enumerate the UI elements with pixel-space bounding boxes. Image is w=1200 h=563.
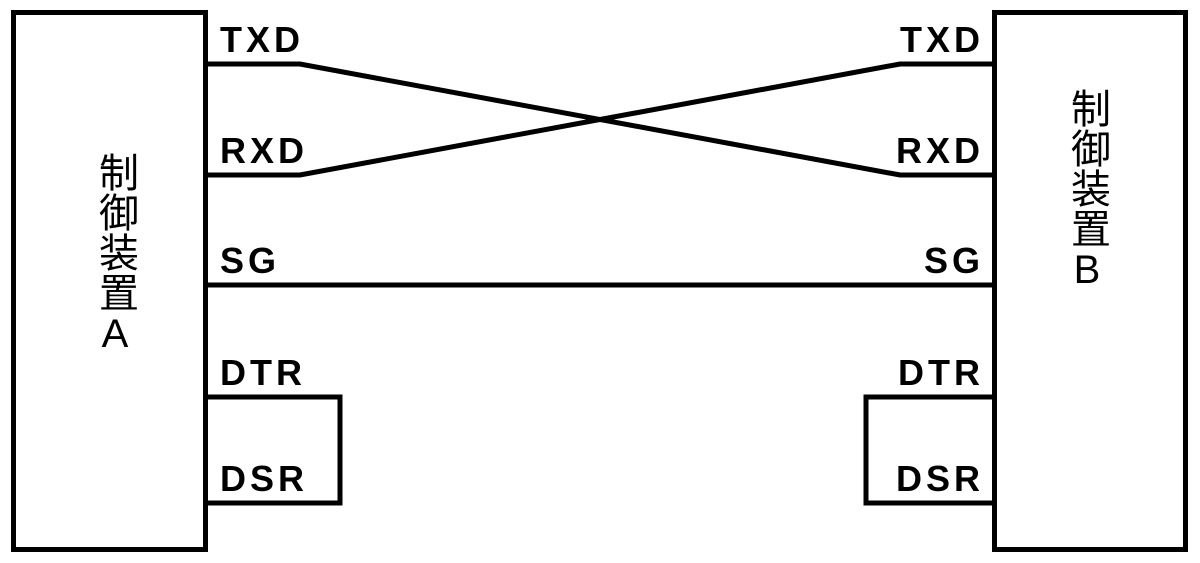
- device-a-label: 制御装置A: [93, 152, 137, 356]
- device-b-label: 制御装置B: [1065, 88, 1109, 292]
- device-b-box: [992, 10, 1188, 552]
- connection-rxd-left-to-txd-right: [208, 61, 992, 178]
- signal-label-dtr-right: DTR: [898, 352, 984, 393]
- signal-label-dtr-left: DTR: [220, 352, 306, 393]
- signal-label-txd-right: TXD: [900, 19, 984, 60]
- signal-label-rxd-right: RXD: [895, 130, 984, 171]
- signal-label-sg-left: SG: [220, 240, 281, 281]
- signal-label-sg-right: SG: [923, 240, 984, 281]
- connection-dtr-dsr-loopback-right: [863, 394, 992, 506]
- device-a-box: [11, 10, 208, 552]
- signal-label-txd-left: TXD: [220, 19, 304, 60]
- signal-label-dsr-left: DSR: [220, 458, 309, 499]
- signal-label-dsr-right: DSR: [895, 458, 984, 499]
- signal-label-rxd-left: RXD: [220, 130, 309, 171]
- connection-dtr-dsr-loopback-left: [208, 394, 343, 506]
